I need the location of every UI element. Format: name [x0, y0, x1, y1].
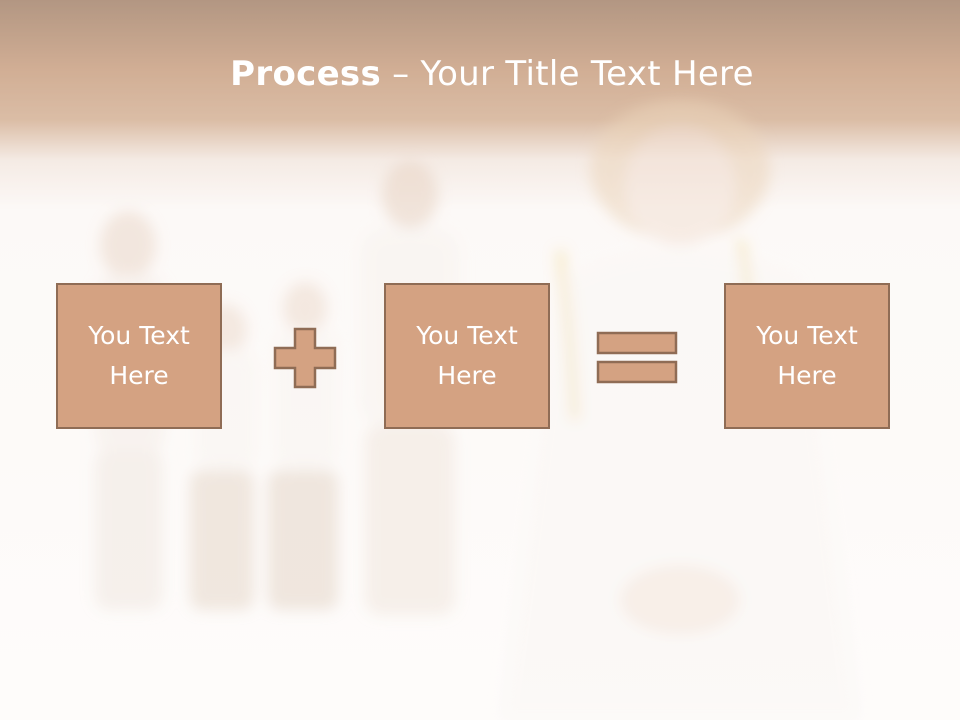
process-box-3[interactable]: You Text Here [724, 283, 890, 429]
title-rest: – Your Title Text Here [381, 54, 754, 94]
title-bold: Process [230, 54, 382, 94]
equals-icon [596, 331, 678, 384]
process-box-3-label: You Text Here [756, 321, 858, 390]
process-box-1[interactable]: You Text Here [56, 283, 222, 429]
plus-icon [273, 327, 337, 389]
process-box-2-label: You Text Here [416, 321, 518, 390]
process-box-1-label: You Text Here [88, 321, 190, 390]
slide-title: Process – Your Title Text Here [0, 52, 960, 96]
process-box-2[interactable]: You Text Here [384, 283, 550, 429]
